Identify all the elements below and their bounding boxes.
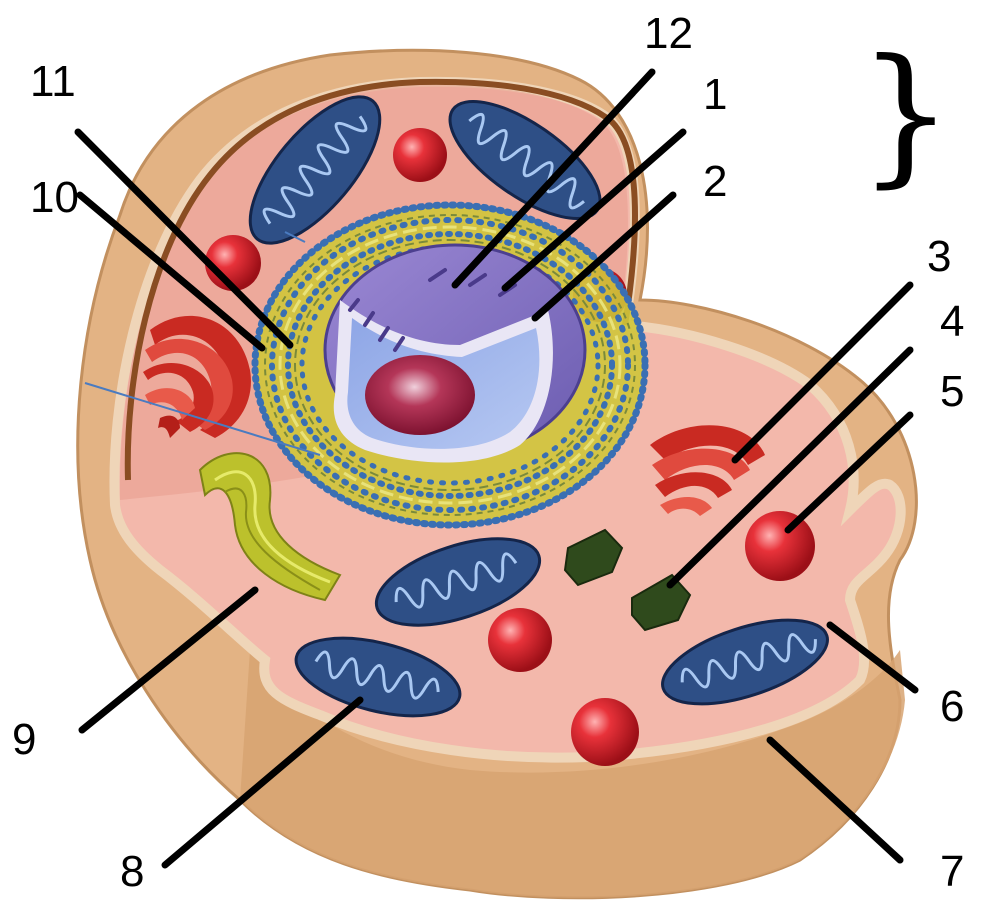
label-10: 10 — [30, 176, 79, 220]
label-6: 6 — [940, 685, 964, 729]
bracket-symbol: } — [858, 40, 953, 190]
label-12: 12 — [644, 12, 693, 56]
label-3: 3 — [927, 235, 951, 279]
label-9: 9 — [12, 718, 36, 762]
lysosome-4 — [745, 511, 815, 581]
lysosome-6 — [571, 698, 639, 766]
label-1: 1 — [703, 73, 727, 117]
lysosome-5 — [488, 608, 552, 672]
label-5: 5 — [940, 370, 964, 414]
label-7: 7 — [940, 850, 964, 894]
nucleolus — [365, 355, 475, 435]
label-2: 2 — [703, 160, 727, 204]
label-4: 4 — [940, 300, 964, 344]
label-8: 8 — [120, 850, 144, 894]
lysosome-1 — [393, 128, 447, 182]
lysosome-2 — [205, 235, 261, 291]
label-11: 11 — [30, 60, 76, 104]
